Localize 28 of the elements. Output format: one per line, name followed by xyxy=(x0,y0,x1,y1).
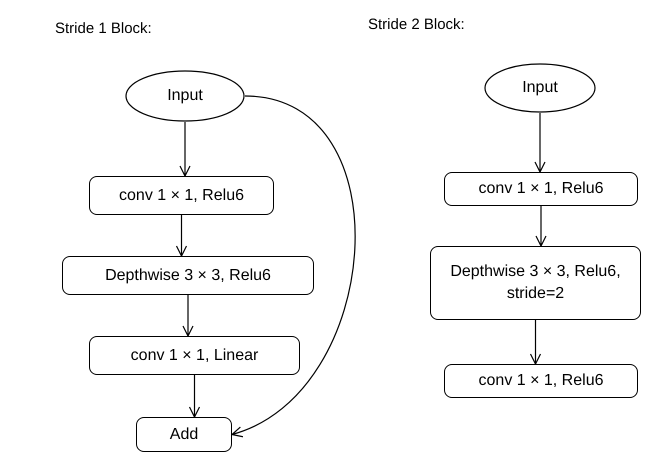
process-box xyxy=(136,417,232,452)
node-label: Depthwise 3 × 3, Relu6, stride=2 xyxy=(449,262,622,304)
process-box xyxy=(89,336,300,375)
process-box xyxy=(430,246,641,320)
input-ellipse xyxy=(125,70,245,122)
arrow xyxy=(231,95,356,436)
node-label: Input xyxy=(167,86,203,106)
node-label: Input xyxy=(522,78,558,98)
arrow xyxy=(179,122,191,177)
arrow xyxy=(188,375,200,418)
arrow xyxy=(176,215,188,257)
process-box xyxy=(444,172,638,206)
block-title: Stride 1 Block: xyxy=(55,19,152,39)
arrow xyxy=(535,206,547,247)
node-label: conv 1 × 1, Relu6 xyxy=(478,371,604,392)
node-label: Depthwise 3 × 3, Relu6 xyxy=(105,266,271,286)
process-box xyxy=(62,256,314,295)
node-label: conv 1 × 1, Linear xyxy=(130,346,258,366)
process-box xyxy=(89,176,274,215)
node-label: Add xyxy=(170,424,198,445)
node-label: conv 1 × 1, Relu6 xyxy=(478,179,604,200)
input-ellipse xyxy=(484,63,596,113)
block-title: Stride 2 Block: xyxy=(368,15,465,35)
node-label: conv 1 × 1, Relu6 xyxy=(119,186,244,206)
arrow xyxy=(530,320,542,365)
process-box xyxy=(444,364,638,398)
arrow xyxy=(182,295,194,337)
arrow xyxy=(534,113,546,173)
